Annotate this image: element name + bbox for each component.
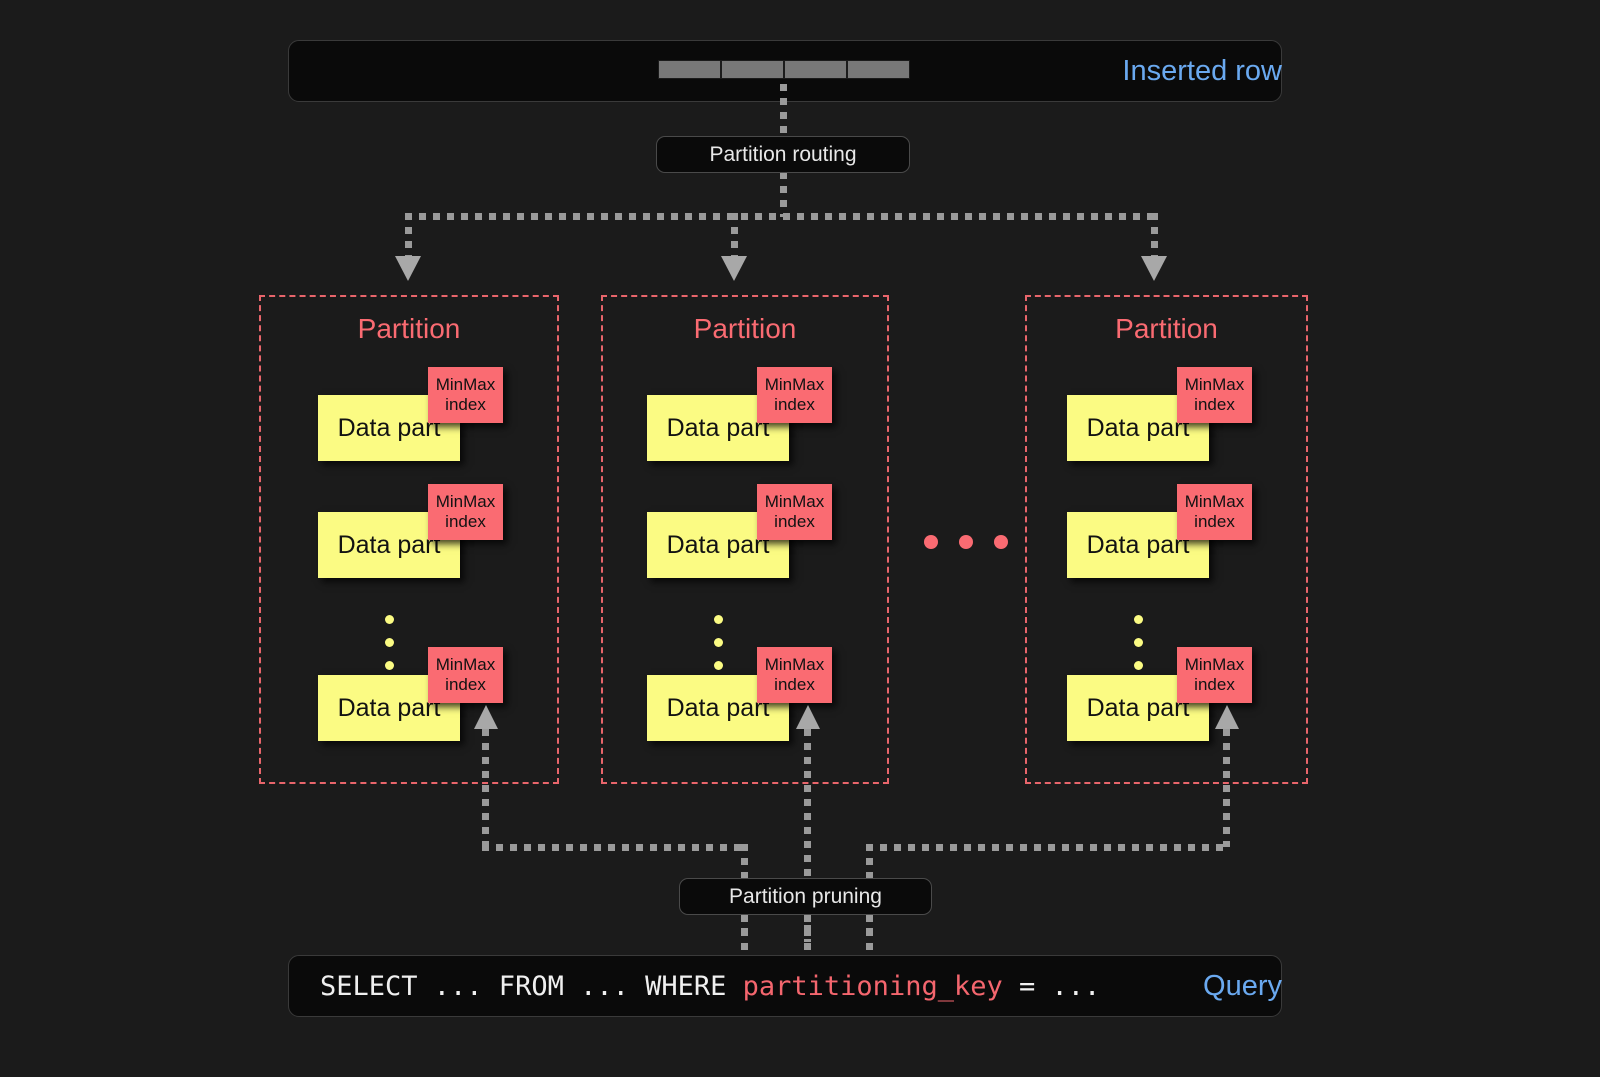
connector-bus-to-partition-1 bbox=[405, 213, 412, 260]
inserted-row-label: Inserted row bbox=[1122, 55, 1282, 87]
query-prefix: SELECT ... FROM ... WHERE bbox=[320, 971, 743, 1002]
row-cell bbox=[847, 60, 910, 79]
minmax-index-line2: index bbox=[445, 395, 486, 414]
minmax-index-box: MinMax index bbox=[1177, 367, 1252, 423]
ellipsis-dot bbox=[714, 638, 723, 647]
partition-routing-box: Partition routing bbox=[656, 136, 910, 173]
partition-ellipsis bbox=[924, 535, 1029, 549]
minmax-index-line2: index bbox=[774, 675, 815, 694]
routing-bus-line bbox=[405, 213, 1158, 220]
connector-row-to-routing bbox=[780, 84, 787, 140]
minmax-index-line2: index bbox=[1194, 395, 1235, 414]
minmax-index-line1: MinMax bbox=[764, 492, 825, 512]
minmax-index-line1: MinMax bbox=[764, 655, 825, 675]
query-partitioning-key: partitioning_key bbox=[742, 971, 1003, 1002]
minmax-index-line1: MinMax bbox=[764, 375, 825, 395]
minmax-index-box: MinMax index bbox=[757, 367, 832, 423]
connector-query-to-pruning-1 bbox=[741, 915, 748, 957]
minmax-index-line2: index bbox=[1194, 675, 1235, 694]
connector-pruning-run-1 bbox=[482, 844, 747, 851]
ellipsis-dot bbox=[385, 615, 394, 624]
ellipsis-dot bbox=[1134, 661, 1143, 670]
connector-pruning-leg-1 bbox=[482, 729, 489, 847]
connector-pruning-leg-2 bbox=[804, 729, 811, 942]
data-part-ellipsis bbox=[385, 615, 394, 684]
ellipsis-dot bbox=[385, 661, 394, 670]
minmax-index-line2: index bbox=[445, 512, 486, 531]
ellipsis-dot bbox=[1134, 615, 1143, 624]
query-statement: SELECT ... FROM ... WHERE partitioning_k… bbox=[320, 971, 1100, 1002]
minmax-index-box: MinMax index bbox=[1177, 484, 1252, 540]
partition-title: Partition bbox=[693, 313, 797, 344]
minmax-index-line2: index bbox=[445, 675, 486, 694]
row-cell bbox=[721, 60, 784, 79]
connector-pruning-run-3 bbox=[866, 844, 1230, 851]
minmax-index-box: MinMax index bbox=[757, 647, 832, 703]
data-part-ellipsis bbox=[1134, 615, 1143, 684]
ellipsis-dot bbox=[959, 535, 973, 549]
query-label: Query bbox=[1203, 970, 1282, 1002]
arrow-into-partition-3 bbox=[1141, 256, 1167, 281]
connector-pruning-leg-3 bbox=[1223, 729, 1230, 847]
data-part-box: Data part bbox=[1067, 675, 1209, 741]
ellipsis-dot bbox=[714, 661, 723, 670]
ellipsis-dot bbox=[714, 615, 723, 624]
connector-query-to-pruning-2 bbox=[804, 915, 811, 957]
minmax-index-line1: MinMax bbox=[1184, 655, 1245, 675]
partition-pruning-box: Partition pruning bbox=[679, 878, 932, 915]
minmax-index-line2: index bbox=[1194, 512, 1235, 531]
inserted-row-cells bbox=[658, 60, 910, 79]
partition-box-3: Partition MinMax index Data part MinMax … bbox=[1025, 295, 1308, 784]
query-bar bbox=[288, 955, 1282, 1017]
minmax-index-box: MinMax index bbox=[757, 484, 832, 540]
partition-title: Partition bbox=[1115, 313, 1218, 344]
data-part-ellipsis bbox=[714, 615, 723, 684]
arrow-into-partition-2 bbox=[721, 256, 747, 281]
minmax-index-line1: MinMax bbox=[435, 375, 496, 395]
connector-routing-to-bus bbox=[780, 172, 787, 217]
ellipsis-dot bbox=[924, 535, 938, 549]
query-suffix: = ... bbox=[1002, 971, 1101, 1002]
row-cell bbox=[784, 60, 847, 79]
ellipsis-dot bbox=[994, 535, 1008, 549]
connector-query-to-pruning-3 bbox=[866, 915, 873, 957]
partition-box-1: Partition MinMax index Data part MinMax … bbox=[259, 295, 559, 784]
ellipsis-dot bbox=[385, 638, 394, 647]
ellipsis-dot bbox=[1134, 638, 1143, 647]
minmax-index-box: MinMax index bbox=[428, 647, 503, 703]
arrow-into-partition-1-pruning bbox=[474, 705, 498, 729]
connector-bus-to-partition-3 bbox=[1151, 213, 1158, 260]
connector-bus-to-partition-2 bbox=[731, 213, 738, 260]
minmax-index-line2: index bbox=[774, 512, 815, 531]
partition-box-2: Partition MinMax index Data part MinMax … bbox=[601, 295, 889, 784]
minmax-index-box: MinMax index bbox=[428, 367, 503, 423]
minmax-index-line1: MinMax bbox=[1184, 375, 1245, 395]
arrow-into-partition-2-pruning bbox=[796, 705, 820, 729]
minmax-index-line2: index bbox=[774, 395, 815, 414]
arrow-into-partition-3-pruning bbox=[1215, 705, 1239, 729]
minmax-index-line1: MinMax bbox=[1184, 492, 1245, 512]
data-part-box: Data part bbox=[647, 512, 789, 578]
row-cell bbox=[658, 60, 721, 79]
arrow-into-partition-1 bbox=[395, 256, 421, 281]
minmax-index-line1: MinMax bbox=[435, 655, 496, 675]
minmax-index-box: MinMax index bbox=[1177, 647, 1252, 703]
minmax-index-box: MinMax index bbox=[428, 484, 503, 540]
minmax-index-line1: MinMax bbox=[435, 492, 496, 512]
partition-title: Partition bbox=[357, 313, 461, 344]
